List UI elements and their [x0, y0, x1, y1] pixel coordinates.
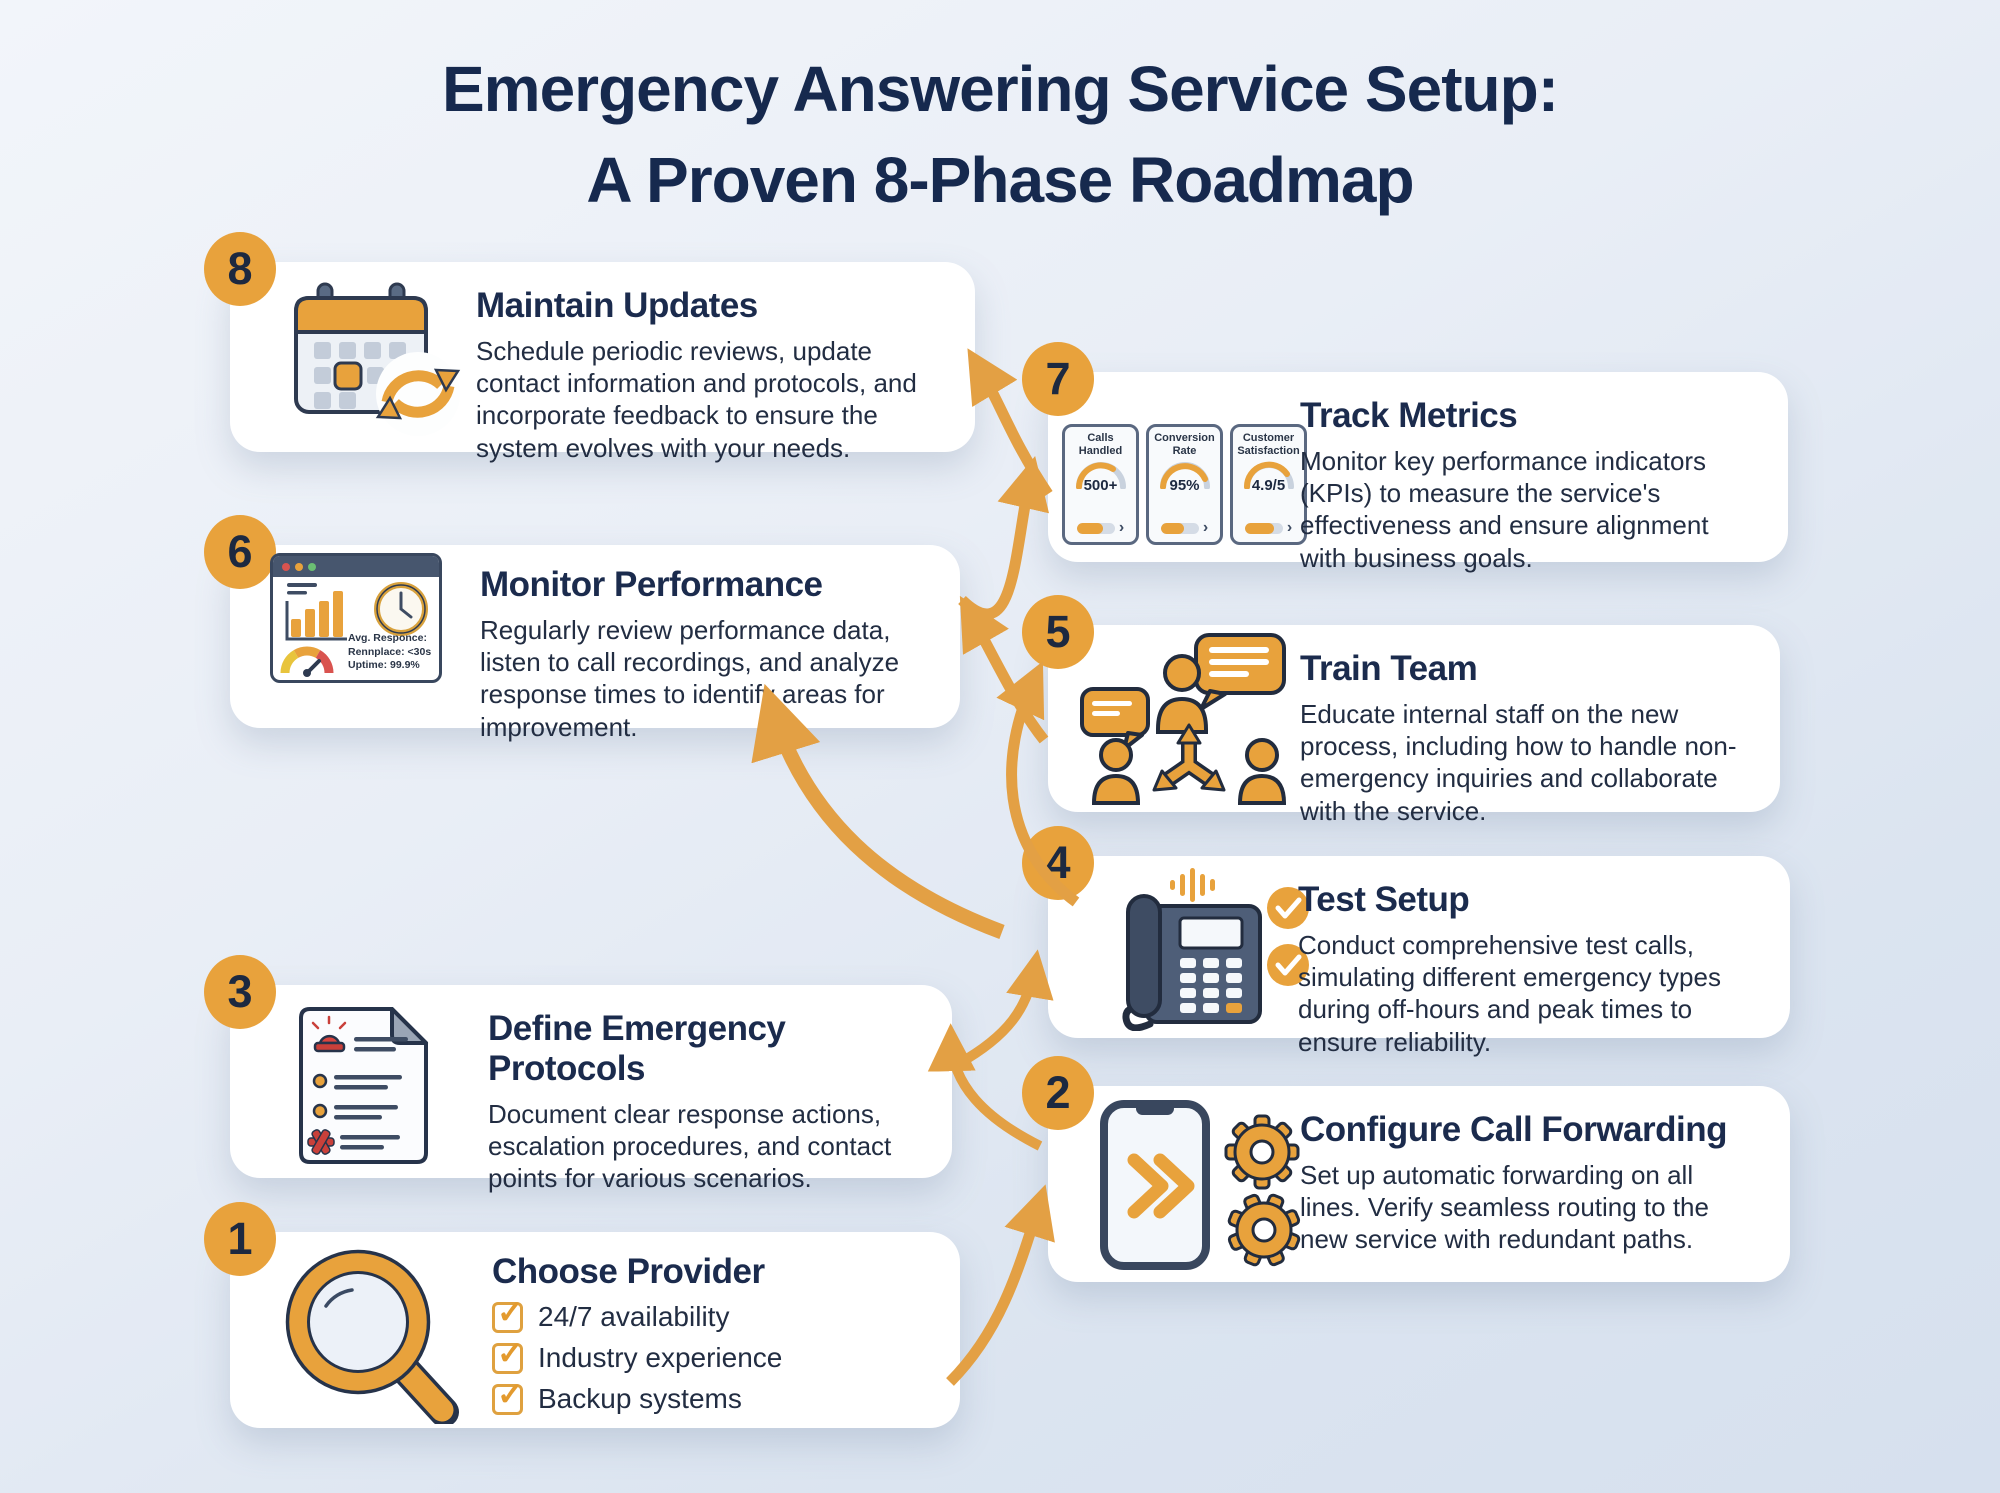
- phase-description: Schedule periodic reviews, update contac…: [476, 336, 917, 463]
- red-dot-icon: [282, 562, 290, 571]
- metric-label: Conversion Rate: [1154, 432, 1215, 457]
- checkbox-checked-icon: [492, 1334, 524, 1374]
- phase-description: Regularly review performance data, liste…: [480, 615, 900, 742]
- phase-number-badge: 1: [204, 1202, 276, 1276]
- gauge-icon: [1073, 459, 1129, 490]
- checklist-item: Backup systems: [492, 1375, 930, 1415]
- metric-card-calls: Calls Handled 500+: [1062, 424, 1139, 545]
- call-forwarding-phone-gears-icon: [1090, 1098, 1325, 1278]
- phase-number: 2: [1045, 1067, 1071, 1118]
- phase-description: Monitor key performance indicators (KPIs…: [1300, 446, 1709, 573]
- checklist-label: 24/7 availability: [538, 1301, 730, 1332]
- phase-card-8: 8: [204, 232, 975, 463]
- phase-title: Define Emergency Protocols: [488, 1009, 786, 1088]
- title-line-1: Emergency Answering Service Setup:: [441, 53, 1559, 125]
- metric-card-satisfaction: Customer Satisfaction 4.9/5: [1230, 424, 1307, 545]
- phase-number: 4: [1045, 837, 1071, 888]
- stat-line: Uptime: 99.9%: [348, 659, 420, 672]
- phase-title: Test Setup: [1298, 880, 1470, 919]
- team-discussion-icon: [1076, 633, 1306, 810]
- dashboard-graphics: [280, 582, 428, 677]
- metric-label: Customer Satisfaction: [1237, 432, 1300, 457]
- metric-value: 500+: [1083, 477, 1118, 494]
- phase-description: Document clear response actions, escalat…: [488, 1099, 892, 1194]
- phase-number-badge: 7: [1022, 342, 1094, 416]
- page-title: Emergency Answering Service Setup: A Pro…: [0, 44, 2000, 226]
- progress-bar: [1076, 522, 1115, 534]
- calendar-sync-icon: [268, 278, 473, 441]
- phase-title: Choose Provider: [492, 1252, 765, 1291]
- phase-card-4: 4: [1022, 826, 1790, 1057]
- checklist-item: Industry experience: [492, 1334, 930, 1374]
- desk-phone-check-icon: [1090, 866, 1325, 1036]
- phase-number-badge: 3: [204, 955, 276, 1029]
- phase-number-badge: 6: [204, 515, 276, 589]
- flow-arrow-6-7: [958, 455, 1050, 620]
- phase-card-3: 3: [204, 955, 952, 1193]
- phase-title: Monitor Performance: [480, 565, 823, 604]
- chevron-right-icon: [1203, 519, 1208, 537]
- analytics-dashboard-icon: Avg. Responce: Rennplace: <30s Uptime: 9…: [270, 553, 442, 683]
- phase-number: 8: [227, 243, 253, 294]
- metric-value: 95%: [1169, 477, 1200, 494]
- orange-dot-icon: [295, 562, 303, 571]
- kpi-metric-cards-icon: Calls Handled 500+ Conversion Rate: [1062, 424, 1307, 545]
- phase-card-7: 7 Calls Handled 500+ Conversion Rate: [1022, 342, 1788, 573]
- phase-card-2: 2: [1022, 1056, 1790, 1282]
- phase-card-1: 1 Choose Provider 24/7 availability Indu…: [204, 1202, 960, 1429]
- phase-number: 7: [1045, 353, 1071, 404]
- chevron-right-icon: [1119, 519, 1124, 537]
- browser-bar: [273, 556, 439, 577]
- checklist-label: Industry experience: [538, 1342, 783, 1373]
- phase-number: 5: [1045, 606, 1071, 657]
- green-dot-icon: [308, 562, 316, 571]
- phase-number-badge: 4: [1022, 826, 1094, 900]
- phase-number: 3: [227, 966, 253, 1017]
- phase-title: Track Metrics: [1300, 396, 1518, 435]
- phase-card-5: 5: [1022, 595, 1780, 826]
- checklist-label: Backup systems: [538, 1383, 742, 1414]
- flow-arrow-3-4: [955, 949, 1054, 1069]
- metric-label: Calls Handled: [1078, 432, 1123, 457]
- flow-arrow-1-2: [946, 1184, 1055, 1386]
- phase-title: Configure Call Forwarding: [1300, 1110, 1727, 1149]
- checkbox-checked-icon: [492, 1293, 524, 1333]
- phase-number-badge: 2: [1022, 1056, 1094, 1130]
- phase-card-6: 6: [204, 515, 960, 742]
- stat-line: Avg. Responce:: [348, 632, 427, 645]
- gauge-icon: [1157, 459, 1213, 490]
- stat-line: Rennplace: <30s: [348, 645, 432, 658]
- title-line-2: A Proven 8-Phase Roadmap: [586, 143, 1414, 216]
- phase-number: 1: [227, 1213, 253, 1264]
- progress-bar: [1160, 522, 1199, 534]
- metric-value: 4.9/5: [1251, 477, 1286, 494]
- dashboard-stats: Avg. Responce: Rennplace: <30s Uptime: 9…: [348, 632, 434, 673]
- metric-card-conversion: Conversion Rate 95%: [1146, 424, 1223, 545]
- phase-description: Educate internal staff on the new proces…: [1300, 699, 1737, 826]
- progress-bar: [1244, 522, 1283, 534]
- phase-description: Conduct comprehensive test calls, simula…: [1298, 930, 1721, 1057]
- gauge-icon: [1241, 459, 1297, 490]
- magnifier-icon: [270, 1244, 470, 1429]
- phase-number: 6: [227, 526, 253, 577]
- chevron-right-icon: [1287, 519, 1292, 537]
- protocol-document-icon: [288, 1001, 448, 1171]
- checklist-item: 24/7 availability: [492, 1293, 930, 1333]
- phase-title: Train Team: [1300, 649, 1478, 688]
- checkbox-checked-icon: [492, 1375, 524, 1415]
- phase-description: Set up automatic forwarding on all lines…: [1300, 1160, 1709, 1255]
- phase-title: Maintain Updates: [476, 286, 758, 325]
- phase-number-badge: 8: [204, 232, 276, 306]
